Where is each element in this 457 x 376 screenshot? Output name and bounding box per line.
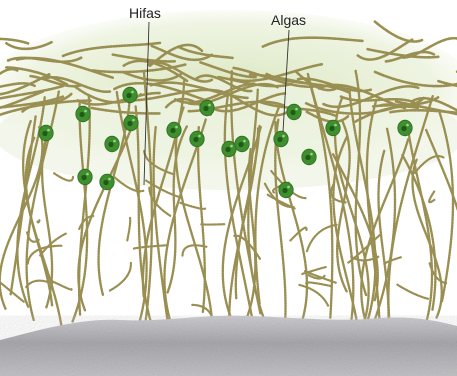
alga-cell — [100, 174, 114, 190]
alga-cell — [76, 106, 90, 122]
alga-cell — [274, 131, 288, 147]
hypha-strand — [306, 282, 331, 286]
hypha-strand — [38, 220, 40, 222]
alga-cell — [235, 136, 249, 152]
substrate-rock — [0, 316, 457, 376]
hypha-strand — [384, 257, 401, 264]
hifas-label: Hifas — [129, 6, 161, 20]
alga-cell — [190, 131, 204, 147]
hypha-strand — [52, 281, 72, 290]
hypha-strand — [40, 233, 66, 255]
alga-cell — [167, 122, 181, 138]
alga-cell — [222, 141, 236, 157]
algas-label: Algas — [271, 13, 306, 27]
alga-cell — [287, 104, 301, 120]
alga-cell — [200, 100, 214, 116]
alga-cell — [398, 120, 412, 136]
alga-cell — [302, 149, 316, 165]
hypha-strand — [397, 285, 428, 299]
alga-cell — [105, 136, 119, 152]
alga-cell — [123, 87, 137, 103]
hypha-strand — [127, 218, 130, 241]
alga-cell — [124, 115, 138, 131]
hypha-strand — [109, 263, 131, 291]
alga-cell — [39, 125, 53, 141]
alga-cell — [326, 120, 340, 136]
hypha-strand — [0, 39, 28, 47]
hypha-strand — [429, 192, 435, 203]
alga-cell — [78, 169, 92, 185]
alga-cell — [279, 182, 293, 198]
hypha-strand — [299, 285, 328, 306]
hypha-strand — [378, 151, 388, 323]
hypha-strand — [183, 245, 207, 255]
